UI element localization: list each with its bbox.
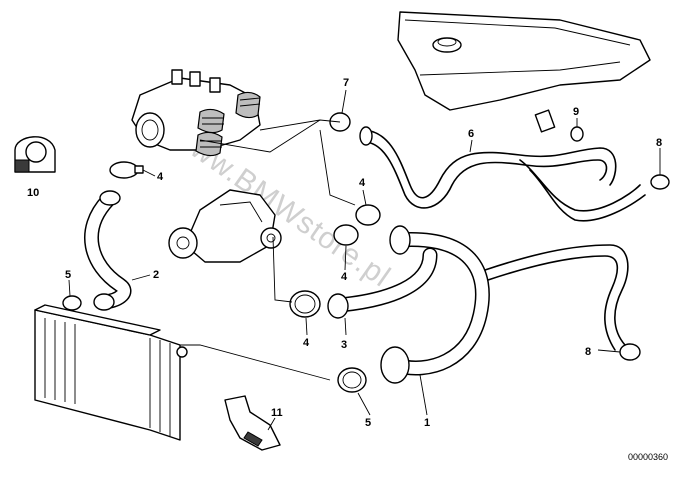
label-part-8-b: 8 [585,346,591,358]
hose-lower-right [484,244,629,351]
hose-3 [327,247,438,319]
label-part-11: 11 [271,407,283,419]
clamp-8-lower [619,343,641,361]
clamp-4-mid-b [333,224,359,246]
label-part-4-d: 4 [303,337,310,349]
label-part-4-c: 4 [341,271,348,283]
clamp-4-lower [289,290,321,318]
clamp-4-upper [109,161,144,179]
clamp-9 [570,126,584,142]
part-labels: 1 2 3 4 4 4 4 5 5 6 7 8 8 9 10 11 [27,77,662,429]
hose-6 [359,126,646,222]
label-part-5-a: 5 [65,269,71,281]
label-part-9: 9 [573,106,579,118]
clamp-8-upper [650,174,670,190]
leader-lines [68,89,661,431]
radiator [34,304,188,441]
bracket-10 [14,136,56,173]
clamp-4-mid-a [355,204,381,226]
bracket-11 [224,395,281,451]
hose-2 [84,190,132,311]
clamp-5-right [337,367,367,393]
label-part-10: 10 [27,187,39,199]
hose-1 [380,225,490,384]
label-part-1: 1 [424,417,430,429]
label-part-5-b: 5 [365,417,371,429]
label-part-3: 3 [341,339,347,351]
expansion-tank [397,11,651,133]
label-part-7: 7 [343,77,349,89]
label-part-6: 6 [468,128,474,140]
label-part-2: 2 [153,269,159,281]
clamp-5-left [62,295,82,311]
diagram-code: 00000360 [628,452,668,462]
label-part-8-a: 8 [656,137,662,149]
label-part-4-b: 4 [359,177,366,189]
water-pump [168,189,282,263]
thermostat-housing [131,69,261,157]
assembly-lines [180,119,356,381]
label-part-4-a: 4 [157,171,164,183]
